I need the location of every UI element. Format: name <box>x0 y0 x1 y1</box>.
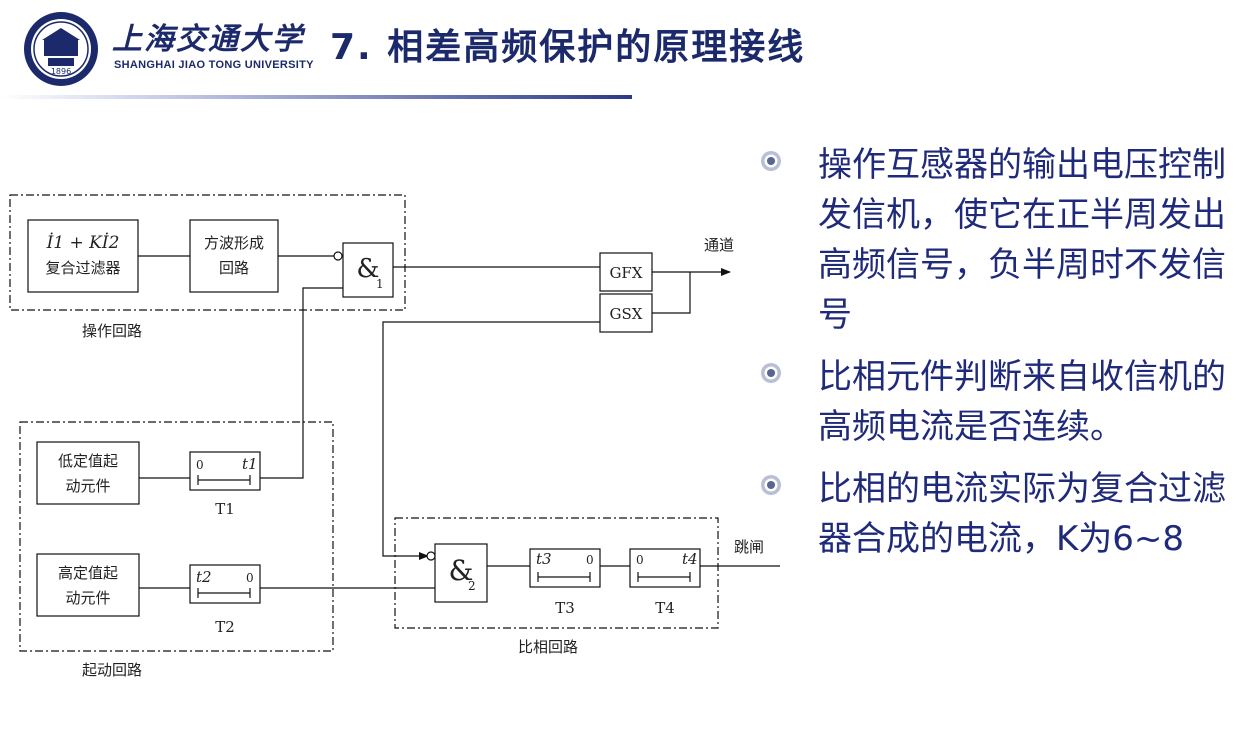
high-start-line-2: 动元件 <box>65 589 110 607</box>
channel-label: 通道 <box>704 236 734 254</box>
bullet-text: 比相元件判断来自收信机的高频电流是否连续。 <box>818 357 1226 447</box>
bullet-item: 比相元件判断来自收信机的高频电流是否连续。 <box>760 352 1230 452</box>
t1-name: T1 <box>215 500 235 518</box>
compare-circuit-label: 比相回路 <box>518 638 578 656</box>
timer-t4 <box>629 548 701 588</box>
filter-name: 复合过滤器 <box>45 259 120 277</box>
low-start-block <box>36 441 140 505</box>
slide-header: 1896 上海交通大学 SHANGHAI JIAO TONG UNIVERSIT… <box>0 0 1237 100</box>
t2-right: 0 <box>246 571 254 585</box>
filter-formula: İ1 + Kİ2 <box>46 232 120 253</box>
gsx-label: GSX <box>610 305 643 323</box>
seal-bullet-icon <box>761 475 781 495</box>
square-wave-line-1: 方波形成 <box>204 234 264 252</box>
university-name-english: SHANGHAI JIAO TONG UNIVERSITY <box>114 59 314 71</box>
composite-filter-block <box>27 219 139 293</box>
timer-t3 <box>529 548 601 588</box>
seal-bullet-icon <box>761 151 781 171</box>
t2-left: t2 <box>196 568 212 586</box>
bullet-list: 操作互感器的输出电压控制发信机，使它在正半周发出高频信号，负半周时不发信号 比相… <box>760 140 1230 576</box>
t3-right: 0 <box>586 553 594 567</box>
low-start-line-1: 低定值起 <box>58 452 118 470</box>
and1-index: 1 <box>376 277 384 291</box>
bullet-text: 操作互感器的输出电压控制发信机，使它在正半周发出高频信号，负半周时不发信号 <box>818 145 1226 335</box>
university-name-chinese: 上海交通大学 <box>112 22 304 57</box>
slide-title: 7. 相差高频保护的原理接线 <box>330 27 806 68</box>
t3-left: t3 <box>536 550 552 568</box>
compare-circuit-frame <box>394 517 719 629</box>
t4-left: 0 <box>636 553 644 567</box>
start-circuit-label: 起动回路 <box>82 661 142 679</box>
operate-circuit-frame <box>9 194 406 311</box>
protection-wiring-diagram: İ1 + Kİ2 复合过滤器 方波形成 回路 & 1 GFX GSX 通道 操作… <box>9 194 780 679</box>
timer-t2 <box>189 564 261 604</box>
t4-name: T4 <box>655 599 675 617</box>
operate-circuit-label: 操作回路 <box>82 322 142 340</box>
square-wave-block <box>189 219 279 293</box>
bullet-text: 比相的电流实际为复合过滤器合成的电流，K为6~8 <box>818 469 1226 559</box>
gfx-label: GFX <box>609 264 642 282</box>
svg-text:1896: 1896 <box>51 67 71 76</box>
t2-name: T2 <box>215 618 235 636</box>
and2-symbol: & <box>449 554 474 587</box>
and2-index: 2 <box>468 579 476 593</box>
and-gate-1 <box>342 242 394 298</box>
t3-name: T3 <box>555 599 575 617</box>
start-circuit-frame <box>19 421 334 652</box>
seal-bullet-icon <box>761 363 781 383</box>
and1-symbol: & <box>356 254 379 284</box>
high-start-block <box>36 553 140 617</box>
title-underline <box>0 95 632 99</box>
t4-right: t4 <box>682 550 698 568</box>
square-wave-line-2: 回路 <box>219 259 249 277</box>
university-seal-icon: 1896 <box>24 12 98 86</box>
timer-t1 <box>189 451 261 491</box>
bullet-item: 比相的电流实际为复合过滤器合成的电流，K为6~8 <box>760 464 1230 564</box>
trip-label: 跳闸 <box>734 538 764 556</box>
t1-left: 0 <box>196 458 204 472</box>
bullet-item: 操作互感器的输出电压控制发信机，使它在正半周发出高频信号，负半周时不发信号 <box>760 140 1230 340</box>
low-start-line-2: 动元件 <box>65 477 110 495</box>
high-start-line-1: 高定值起 <box>58 564 118 582</box>
t1-right: t1 <box>242 455 258 473</box>
and-gate-2 <box>434 543 488 603</box>
